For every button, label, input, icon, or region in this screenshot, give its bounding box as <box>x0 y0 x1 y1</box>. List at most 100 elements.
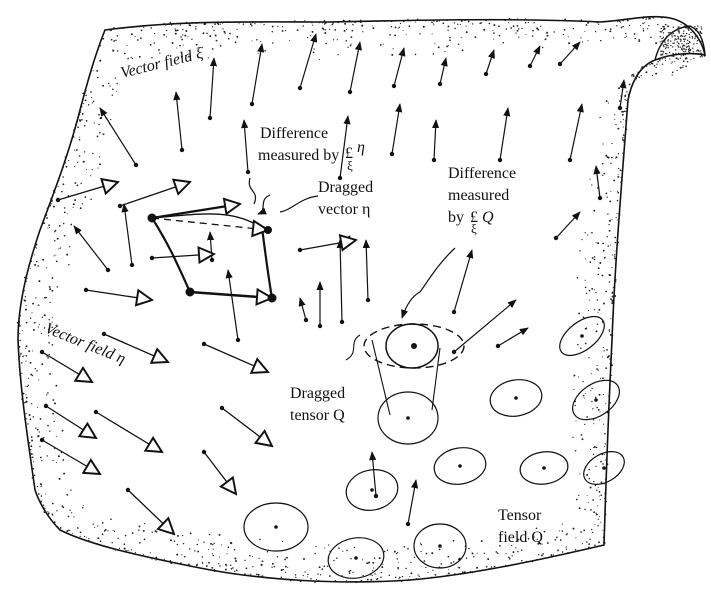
stipple-dot <box>605 443 606 444</box>
stipple-dot <box>275 578 276 579</box>
stipple-dot <box>151 558 152 559</box>
stipple-dot <box>587 22 589 24</box>
stipple-dot <box>623 26 624 27</box>
stipple-dot <box>73 203 75 205</box>
stipple-dot <box>662 30 663 31</box>
stipple-dot <box>582 41 583 42</box>
stipple-dot <box>94 527 95 528</box>
stipple-dot <box>55 254 56 255</box>
stipple-dot <box>313 52 315 54</box>
stipple-dot <box>40 446 41 447</box>
stipple-dot <box>344 23 346 25</box>
stipple-dot <box>620 169 622 171</box>
stipple-dot <box>84 151 85 152</box>
stipple-dot <box>449 39 451 41</box>
stipple-dot <box>447 25 449 27</box>
stipple-dot <box>281 569 283 571</box>
stipple-dot <box>25 413 26 414</box>
stipple-dot <box>566 546 567 547</box>
stipple-dot <box>74 131 75 132</box>
stipple-dot <box>64 235 66 237</box>
stipple-dot <box>597 22 598 23</box>
stipple-dot <box>189 548 191 550</box>
stipple-dot <box>650 37 652 39</box>
stipple-dot <box>473 556 474 557</box>
stipple-dot <box>689 52 690 53</box>
stipple-dot <box>677 41 678 42</box>
stipple-dot <box>295 577 296 578</box>
stipple-dot <box>594 256 596 258</box>
stipple-dot <box>384 551 386 553</box>
stipple-dot <box>320 574 321 575</box>
stipple-dot <box>314 553 316 555</box>
xi-arrow <box>408 480 416 524</box>
stipple-dot <box>468 21 470 23</box>
stipple-dot <box>483 29 485 31</box>
stipple-dot <box>52 515 53 516</box>
stipple-dot <box>581 434 583 436</box>
stipple-dot <box>382 564 383 565</box>
stipple-dot <box>590 449 591 450</box>
stipple-dot <box>99 163 101 165</box>
stipple-dot <box>611 143 612 144</box>
stipple-dot <box>641 75 642 76</box>
stipple-dot <box>465 26 466 27</box>
stipple-dot <box>682 67 683 68</box>
stipple-dot <box>649 17 651 19</box>
eta-arrow-base <box>202 450 206 454</box>
stipple-dot <box>578 550 579 551</box>
stipple-dot <box>175 33 177 35</box>
stipple-dot <box>26 401 28 403</box>
stipple-dot <box>517 18 518 19</box>
stipple-dot <box>617 242 619 244</box>
stipple-dot <box>28 269 29 270</box>
eta-arrow <box>204 344 268 372</box>
stipple-dot <box>406 34 407 35</box>
stipple-dot <box>117 35 119 37</box>
stipple-dot <box>31 403 32 404</box>
stipple-dot <box>678 37 679 38</box>
stipple-dot <box>623 119 624 120</box>
stipple-dot <box>300 580 302 582</box>
stipple-dot <box>25 418 27 420</box>
stipple-dot <box>249 555 251 557</box>
stipple-dot <box>621 177 622 178</box>
stipple-dot <box>612 219 613 220</box>
stipple-dot <box>694 38 695 39</box>
stipple-dot <box>468 548 470 550</box>
stipple-dot <box>277 26 278 27</box>
xi-arrow <box>620 80 624 108</box>
stipple-dot <box>664 44 665 45</box>
stipple-dot <box>665 38 666 39</box>
stipple-dot <box>604 542 605 543</box>
stipple-dot <box>426 553 428 555</box>
stipple-dot <box>683 30 684 31</box>
stipple-dot <box>80 207 82 209</box>
stipple-dot <box>303 575 304 576</box>
stipple-dot <box>611 364 613 366</box>
label-lie-var-eta: η <box>357 139 365 156</box>
xi-arrow <box>210 232 212 260</box>
stipple-dot <box>688 45 689 46</box>
stipple-dot <box>384 21 385 22</box>
stipple-dot <box>99 60 101 62</box>
stipple-dot <box>208 57 209 58</box>
stipple-dot <box>397 552 398 553</box>
stipple-dot <box>618 230 620 232</box>
eta-arrow <box>120 182 190 206</box>
stipple-dot <box>598 487 599 488</box>
stipple-dot <box>603 173 605 175</box>
stipple-dot <box>580 37 581 38</box>
stipple-dot <box>602 175 603 176</box>
stipple-dot <box>521 28 522 29</box>
stipple-dot <box>652 75 653 76</box>
stipple-dot <box>617 176 619 178</box>
stipple-dot <box>686 27 687 28</box>
stipple-dot <box>611 363 612 364</box>
stipple-dot <box>213 555 214 556</box>
stipple-dot <box>470 571 472 573</box>
stipple-dot <box>595 31 596 32</box>
stipple-dot <box>362 31 363 32</box>
stipple-dot <box>284 559 286 561</box>
stipple-dot <box>596 514 598 516</box>
